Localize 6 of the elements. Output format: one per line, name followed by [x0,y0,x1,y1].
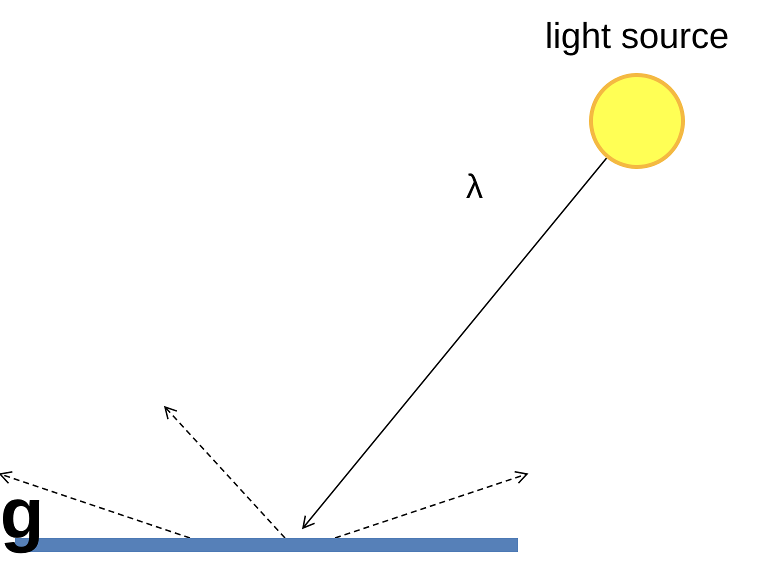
incident-ray-arrow [302,158,608,529]
source-label: light source [544,15,730,57]
edge-label: λ [466,168,483,207]
scattered-ray-arrow [334,471,528,539]
scattered-ray-arrow [0,471,190,539]
scattered-ray-arrow [164,406,286,538]
